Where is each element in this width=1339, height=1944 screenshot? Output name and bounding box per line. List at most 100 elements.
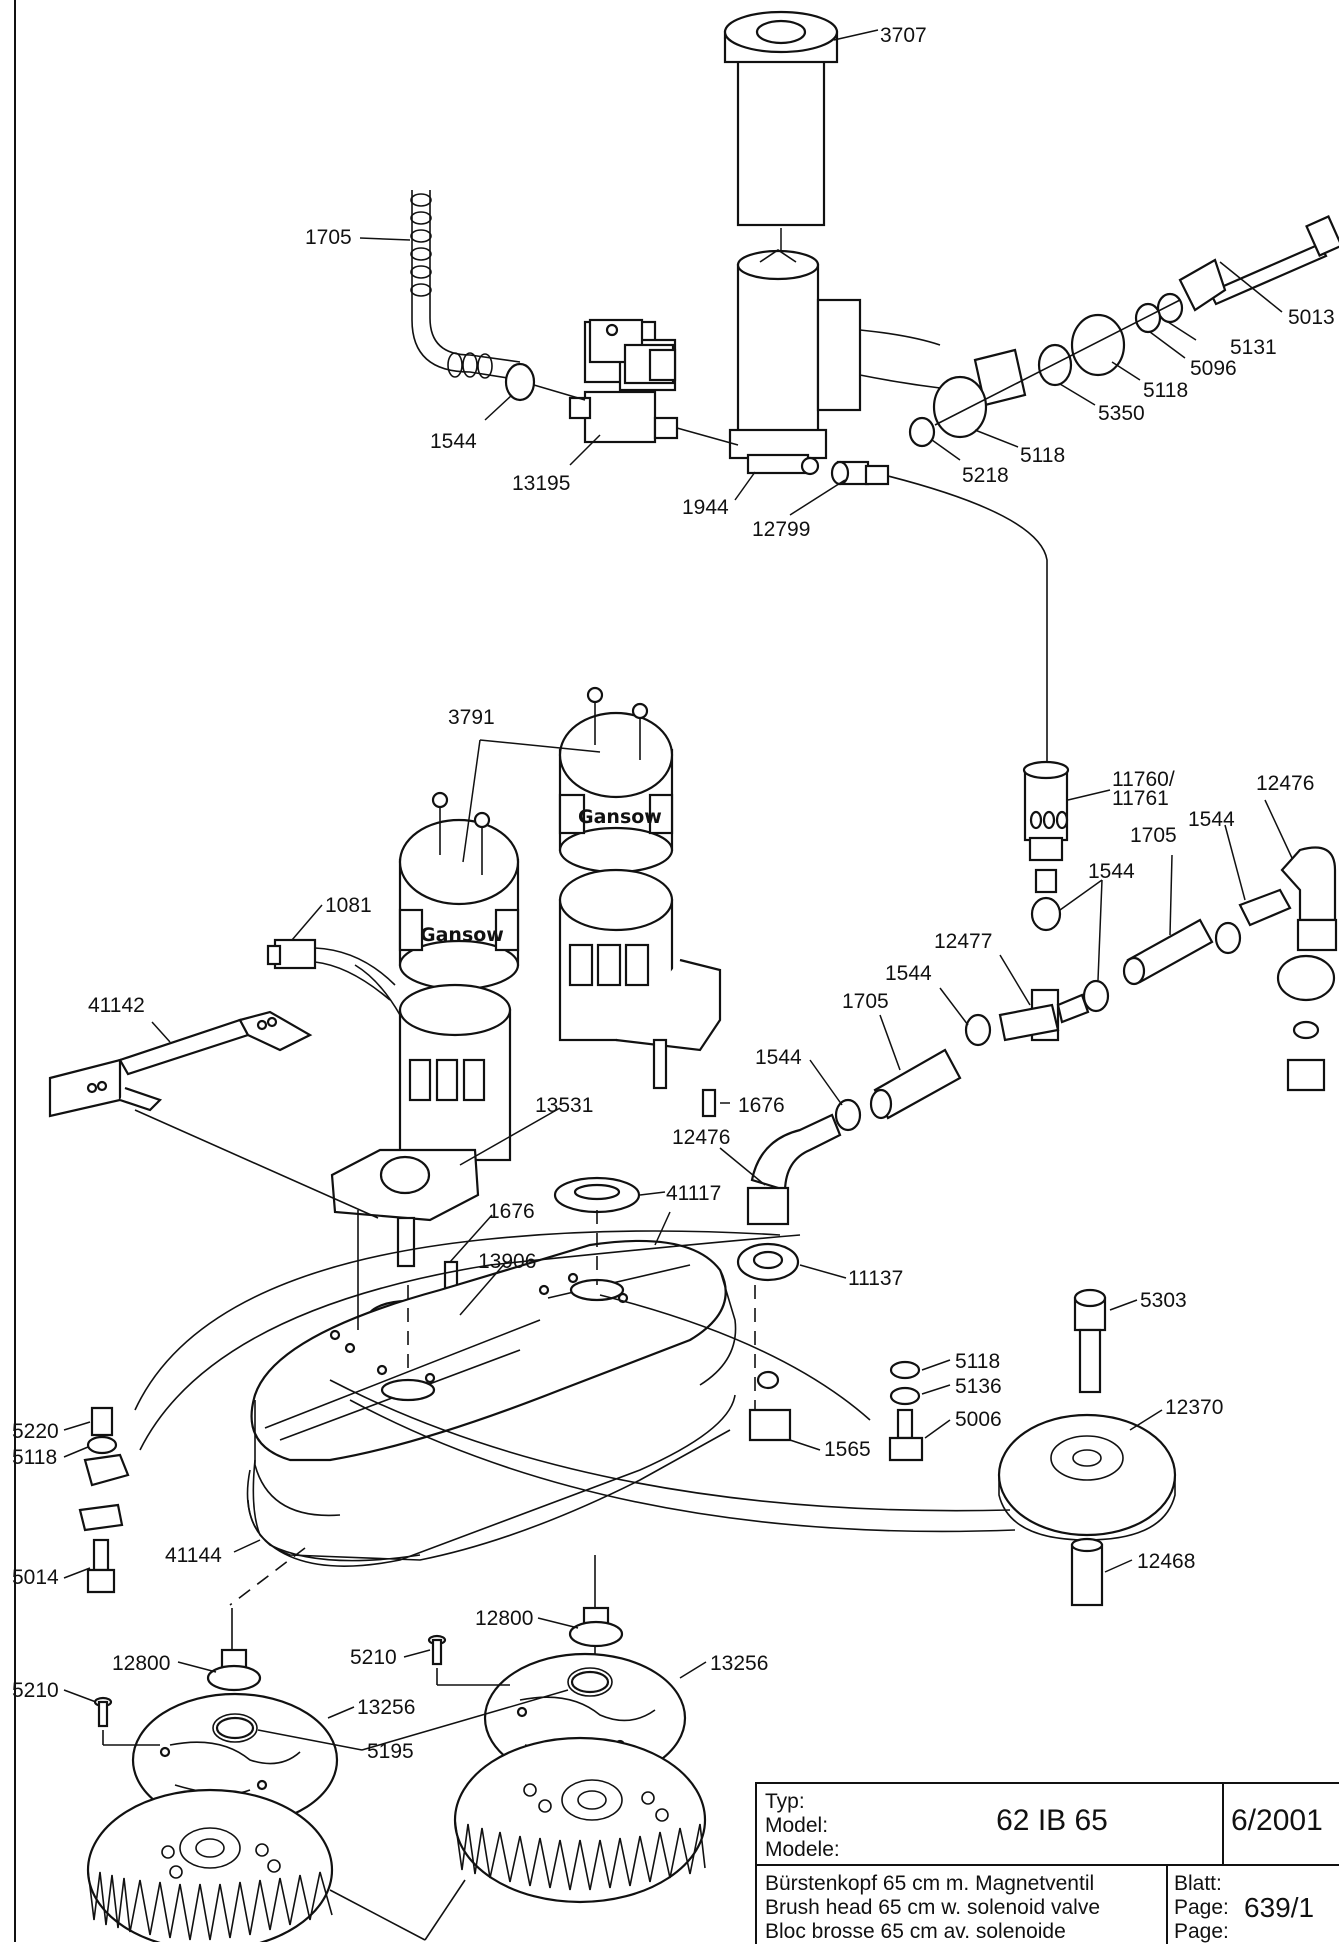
hose-1705-middle: [869, 1048, 962, 1120]
sleeve-12468: [1070, 1537, 1104, 1607]
label-5210-left: 5210: [12, 1679, 59, 1702]
washer-5096: [1156, 292, 1184, 324]
screw-5006: [888, 1408, 924, 1462]
description-en: Brush head 65 cm w. solenoid valve: [765, 1896, 1101, 1919]
filter-cap-3707: [723, 10, 839, 227]
divider-vertical-top: [1222, 1784, 1224, 1866]
label-1544-lower: 1544: [885, 962, 932, 985]
label-11761: 11761: [1112, 787, 1169, 810]
page-labels: Blatt: Page: Page:: [1174, 1872, 1244, 1944]
screw-5303: [1073, 1288, 1107, 1394]
clamp-1544-c: [1214, 921, 1242, 955]
washer-5118-right: [889, 1360, 921, 1380]
modele-label: Modele:: [765, 1838, 840, 1861]
motor-body-right-13531: [558, 868, 722, 1090]
washer-5136: [889, 1386, 921, 1406]
label-3791: 3791: [448, 706, 495, 729]
label-12476-middle: 12476: [672, 1126, 730, 1149]
bolt-5013: [1208, 215, 1339, 306]
page-label-en: Page:: [1174, 1896, 1229, 1919]
page-label-fr: Page:: [1174, 1920, 1229, 1943]
clamp-1544-e: [834, 1098, 862, 1132]
label-1676-right: 1676: [738, 1094, 785, 1117]
label-5220: 5220: [12, 1420, 59, 1443]
description-fr: Bloc brosse 65 cm av. solenoide: [765, 1920, 1066, 1943]
filter-housing-1944: [728, 249, 941, 476]
fitting-12799: [830, 460, 890, 486]
label-12476-top: 12476: [1256, 772, 1314, 795]
clamp-1544-a: [1030, 896, 1062, 932]
disc-5118-lower: [932, 375, 988, 439]
screw-5014: [86, 1538, 116, 1594]
clamp-1544-d: [964, 1013, 992, 1047]
plate-5014: [78, 1503, 124, 1532]
washer-11137: [736, 1242, 800, 1282]
label-5136: 5136: [955, 1375, 1002, 1398]
clip-5195: [212, 1667, 613, 1743]
label-5118-left: 5118: [12, 1446, 57, 1469]
label-12799: 12799: [752, 518, 810, 541]
label-5350: 5350: [1098, 402, 1145, 425]
washer-12476-right: [1276, 954, 1336, 1002]
label-5118-lower: 5118: [1020, 444, 1065, 467]
label-1544-left: 1544: [755, 1046, 802, 1069]
screw-5210-right: [427, 1634, 447, 1666]
drive-hub-12800-left: [206, 1648, 262, 1692]
brush-left: [86, 1788, 334, 1942]
motor-brand-label-right: Gansow: [578, 806, 662, 828]
label-1544-top: 1544: [430, 430, 477, 453]
disc-12370: [997, 1413, 1177, 1541]
motor-cap-left-3791: [398, 791, 520, 991]
model-value: 62 IB 65: [996, 1804, 1108, 1837]
label-12370: 12370: [1165, 1396, 1223, 1419]
label-5006: 5006: [955, 1408, 1002, 1431]
label-5014: 5014: [12, 1566, 59, 1589]
clamp-plate-5131: [1178, 258, 1227, 312]
motor-body-left-13531: [330, 983, 512, 1268]
label-11760: 11760/: [1112, 768, 1175, 791]
divider-vertical-bottom: [1166, 1866, 1168, 1944]
label-12800-left: 12800: [112, 1652, 170, 1675]
divider-horizontal: [757, 1864, 1339, 1866]
brush-head-housing-41144: [246, 1239, 737, 1567]
leader-lines: [63, 29, 1293, 1751]
motor-cap-right-3791: [558, 686, 674, 874]
label-1081: 1081: [325, 894, 372, 917]
part-labels: 3707 1705 5013 5131 5096 5118 5350 1544 …: [12, 24, 1335, 1763]
label-5118-upper: 5118: [1143, 379, 1188, 402]
type-label: Typ:: [765, 1790, 805, 1813]
description-de: Bürstenkopf 65 cm m. Magnetventil: [765, 1872, 1095, 1895]
label-1705-top: 1705: [305, 226, 352, 249]
clamp-1544-top: [504, 362, 536, 402]
label-11137: 11137: [848, 1267, 903, 1290]
label-12477: 12477: [934, 930, 992, 953]
nut-5096: [1134, 302, 1162, 334]
tee-12477: [998, 988, 1090, 1042]
label-5118-mid: 5118: [955, 1350, 1000, 1373]
label-1676-left: 1676: [488, 1200, 535, 1223]
elbow-12476-right: [1280, 846, 1338, 952]
hose-1705-right: [1122, 918, 1214, 986]
drive-hub-12800-right: [568, 1606, 624, 1648]
label-13195: 13195: [512, 472, 570, 495]
label-12468: 12468: [1137, 1550, 1195, 1573]
clamp-1544-b: [1082, 979, 1110, 1013]
nut-5220: [90, 1406, 114, 1437]
title-block: Typ: Model: Modele: 62 IB 65 6/2001 Bürs…: [755, 1782, 1339, 1944]
label-12800-right: 12800: [475, 1607, 533, 1630]
label-3707: 3707: [880, 24, 927, 47]
label-1705-middle: 1705: [842, 990, 889, 1013]
date-value: 6/2001: [1231, 1804, 1323, 1837]
washer-41117: [553, 1176, 641, 1214]
label-13906: 13906: [478, 1250, 536, 1273]
bracket-41142: [48, 1010, 313, 1118]
label-5131: 5131: [1230, 336, 1277, 359]
screw-5210-left: [93, 1696, 113, 1728]
label-5303: 5303: [1140, 1289, 1187, 1312]
model-label: Model:: [765, 1814, 829, 1837]
label-13256-left: 13256: [357, 1696, 415, 1719]
connector-1081: [266, 938, 401, 1016]
disc-5118-upper: [1070, 313, 1126, 377]
nut-5218: [908, 416, 936, 448]
description-lines: Bürstenkopf 65 cm m. Magnetventil Brush …: [765, 1872, 1165, 1944]
